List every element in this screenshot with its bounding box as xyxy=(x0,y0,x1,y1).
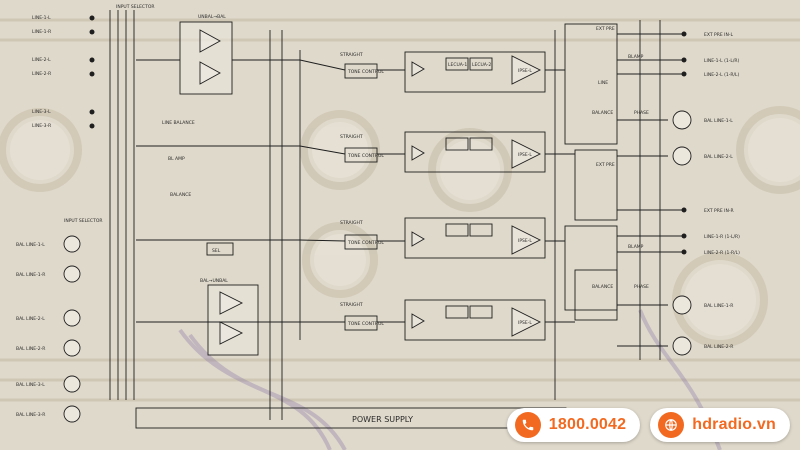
phone-button[interactable]: 1800.0042 xyxy=(506,408,641,442)
output-top-4: BAL LINE-1-L xyxy=(704,118,733,124)
output-top-3: LINE-2-L (1-R/L) xyxy=(704,72,739,78)
tone-control-label-1: TONE CONTROL xyxy=(347,69,384,75)
blamp-bottom-label: BLAMP xyxy=(628,244,644,250)
bal-unbal-label: BAL→UNBAL xyxy=(200,278,228,284)
phone-icon xyxy=(514,412,541,438)
line-1-r-label: LINE-1-R xyxy=(32,29,51,35)
globe-icon xyxy=(658,412,685,438)
power-supply-label: POWER SUPPLY xyxy=(352,415,413,424)
output-bottom-4: BAL LINE-1-R xyxy=(704,303,733,309)
tone-control-label-4: TONE CONTROL xyxy=(347,321,384,327)
ipse-label-2: IPSE-L xyxy=(518,152,532,158)
line-balance-label: LINE BALANCE xyxy=(162,120,195,126)
bal-input-selector-label: INPUT SELECTOR xyxy=(64,218,103,224)
output-bottom-5: BAL LINE-2-R xyxy=(704,344,733,350)
blamp-top-label: BLAMP xyxy=(628,54,644,60)
bal-line-1-r-label: BAL LINE-1-R xyxy=(16,272,45,278)
lecua-1-label: LECUA-1 xyxy=(448,62,467,68)
balance-top-label: BALANCE xyxy=(592,110,613,116)
phone-number: 1800.0042 xyxy=(548,416,627,433)
sel-label: SEL xyxy=(212,248,221,254)
bl-amp-label: BL AMP xyxy=(168,156,185,162)
phase-top-label: PHASE xyxy=(634,110,649,116)
phase-bottom-label: PHASE xyxy=(634,284,649,290)
website-text: hdradio.vn xyxy=(692,416,776,433)
output-bottom-2: LINE-1-R (1-L/R) xyxy=(704,234,740,240)
bal-line-2-r-label: BAL LINE-2-R xyxy=(16,346,45,352)
ext-pre-bottom-label: EXT PRE xyxy=(596,162,615,168)
tone-control-label-3: TONE CONTROL xyxy=(347,240,384,246)
output-top-5: BAL LINE-2-L xyxy=(704,154,733,160)
output-bottom-1: EXT PRE IN-R xyxy=(704,208,734,214)
unbal-bal-label: UNBAL→BAL xyxy=(198,14,226,20)
website-button[interactable]: hdradio.vn xyxy=(650,408,790,442)
straight-label-2: STRAIGHT xyxy=(340,134,363,140)
line-2-l-label: LINE-2-L xyxy=(32,57,51,63)
lecua-2-label: LECUA-2 xyxy=(472,62,491,68)
output-top-1: EXT PRE IN-L xyxy=(704,32,733,38)
output-top-2: LINE-1-L (1-L/R) xyxy=(704,58,739,64)
output-bottom-3: LINE-2-R (1-R/L) xyxy=(704,250,740,256)
line-3-r-label: LINE-3-R xyxy=(32,123,51,129)
straight-label-1: STRAIGHT xyxy=(340,52,363,58)
ext-pre-top-label: EXT PRE xyxy=(596,26,615,32)
line-3-l-label: LINE-3-L xyxy=(32,109,51,115)
ipse-label-4: IPSE-L xyxy=(518,320,532,326)
tone-control-label-2: TONE CONTROL xyxy=(347,153,384,159)
straight-label-3: STRAIGHT xyxy=(340,220,363,226)
bal-line-3-r-label: BAL LINE-3-R xyxy=(16,412,45,418)
bal-line-3-l-label: BAL LINE-3-L xyxy=(16,382,45,388)
balance-bottom-label: BALANCE xyxy=(592,284,613,290)
ipse-label-3: IPSE-L xyxy=(518,238,532,244)
line-top-label: LINE xyxy=(598,80,608,86)
line-1-l-label: LINE-1-L xyxy=(32,15,51,21)
bal-line-2-l-label: BAL LINE-2-L xyxy=(16,316,45,322)
contact-footer: 1800.0042 hdradio.vn xyxy=(506,408,790,442)
input-selector-label: INPUT SELECTOR xyxy=(116,4,155,10)
ipse-label-1: IPSE-L xyxy=(518,68,532,74)
line-2-r-label: LINE-2-R xyxy=(32,71,51,77)
bal-line-1-l-label: BAL LINE-1-L xyxy=(16,242,45,248)
straight-label-4: STRAIGHT xyxy=(340,302,363,308)
balance-label: BALANCE xyxy=(170,192,191,198)
